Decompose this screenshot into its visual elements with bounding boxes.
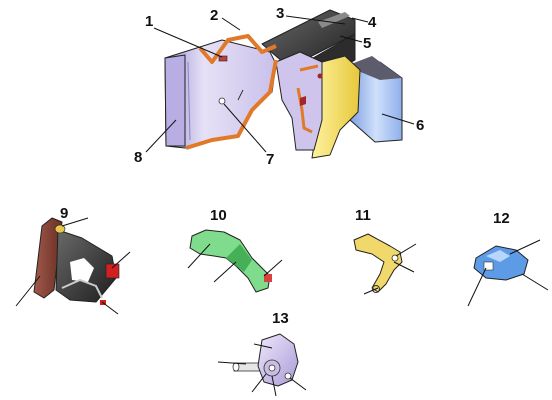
leader-13a: [253, 343, 273, 349]
callout-numbers: 1 2 3 4 5 6 7 8 9 10 11 12 13: [60, 5, 510, 327]
callout-5: 5: [363, 35, 371, 52]
leader-10c: [263, 259, 283, 277]
callout-10: 10: [210, 207, 227, 224]
leader-9c: [111, 251, 131, 269]
callout-8: 8: [134, 149, 142, 166]
callout-2: 2: [210, 7, 218, 24]
part-9-spring: [61, 278, 103, 299]
leader-11b: [393, 261, 415, 273]
part-13-cam: [257, 333, 299, 387]
housing-inner-line: [187, 61, 191, 141]
callout-3: 3: [276, 5, 284, 22]
part-9-head: [54, 224, 66, 234]
part-10-red-tip: [264, 274, 272, 282]
part-11: [353, 233, 403, 293]
part-10: [189, 229, 272, 293]
callout-12: 12: [493, 210, 510, 227]
part-13-shaft-end: [232, 362, 240, 372]
leader-5: [339, 35, 363, 43]
housing-rib: [237, 89, 244, 101]
rail-slot: [318, 12, 350, 28]
leader-13c: [251, 373, 267, 393]
part-12-square-hole: [483, 261, 494, 271]
part-12-clip-highlight: [486, 250, 510, 262]
leader-10b: [213, 261, 237, 283]
part-13: [232, 333, 299, 387]
part-13-cam-hole: [284, 372, 292, 380]
leader-lines: [15, 15, 549, 397]
part-10-lever-shade: [226, 244, 252, 272]
leader-8: [145, 119, 177, 153]
leader-7: [223, 103, 267, 153]
leader-13e: [289, 377, 307, 391]
part-11-hook: [353, 233, 403, 293]
part-11-ring: [372, 285, 380, 293]
leader-3: [285, 15, 346, 25]
callout-6: 6: [416, 117, 424, 134]
left-housing-seal: [185, 34, 278, 150]
leader-6: [381, 113, 415, 125]
callout-9: 9: [60, 205, 68, 222]
leader-12b: [521, 273, 549, 291]
part-9: [33, 217, 120, 305]
leader-9a: [61, 217, 89, 227]
callout-1: 1: [145, 13, 153, 30]
part-9-red-block: [105, 263, 120, 279]
part-12: [473, 245, 529, 281]
blue-end-cap-top: [346, 56, 402, 80]
right-housing-bolt: [317, 73, 323, 79]
part-9-cutout: [70, 258, 94, 282]
leader-9b: [15, 275, 41, 307]
leader-10a: [187, 243, 211, 269]
leader-2: [221, 17, 241, 31]
leader-1: [153, 27, 223, 58]
leader-11c: [363, 287, 379, 295]
leader-12c: [467, 267, 487, 307]
main-assembly: [164, 9, 403, 159]
leader-4: [351, 17, 369, 23]
fastener-pin: [218, 55, 228, 62]
housing-boss: [218, 97, 226, 105]
part-11-eye: [391, 254, 399, 262]
right-housing-slot: [300, 96, 306, 106]
callout-4: 4: [368, 14, 377, 31]
part-13-hub-inner: [268, 364, 276, 372]
callout-11: 11: [355, 207, 371, 224]
left-housing-front-face: [164, 54, 186, 147]
leader-11a: [395, 243, 417, 257]
callout-13: 13: [272, 310, 289, 327]
leader-12a: [509, 239, 541, 255]
leader-9d: [101, 301, 119, 315]
part-9-back-plate: [33, 217, 63, 299]
callout-7: 7: [266, 151, 274, 168]
leader-13d: [271, 375, 277, 397]
leader-13b: [217, 361, 247, 365]
part-12-clip-body: [473, 245, 529, 281]
